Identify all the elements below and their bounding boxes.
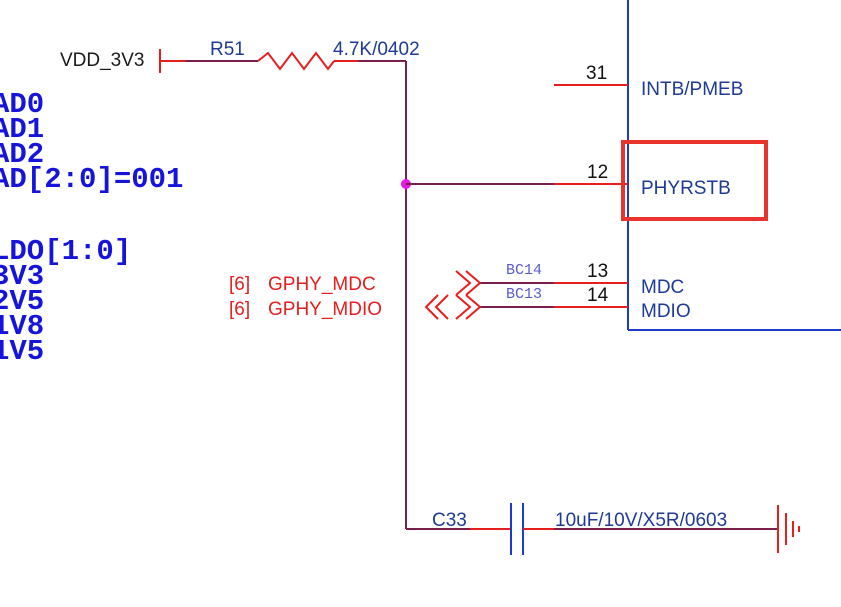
net-labels: [6] GPHY_MDC [6] GPHY_MDIO xyxy=(229,274,382,320)
config-notes: AD0 AD1 AD2 AD[2:0]=001 LDO[1:0] 3V3 2V5… xyxy=(0,88,183,368)
net-ref-mdio: [6] xyxy=(229,299,250,320)
pin-12-name: PHYRSTB xyxy=(641,178,731,199)
pin-13: BC14 13 MDC xyxy=(455,261,684,298)
capacitor-value: 10uF/10V/X5R/0603 xyxy=(555,510,727,531)
note-3v3: 3V3 xyxy=(0,260,44,293)
bus-tag-mdc: BC14 xyxy=(506,262,542,279)
resistor-r51: R51 4.7K/0402 xyxy=(186,39,420,71)
note-1v8: 1V8 xyxy=(0,310,44,343)
bus-tag-mdio: BC13 xyxy=(506,286,542,303)
resistor-value: 4.7K/0402 xyxy=(333,39,420,60)
note-1v5: 1V5 xyxy=(0,335,44,368)
note-ldo: LDO[1:0] xyxy=(0,235,131,268)
net-label-gphy-mdio: GPHY_MDIO xyxy=(268,299,382,320)
power-label: VDD_3V3 xyxy=(60,50,145,71)
resistor-ref: R51 xyxy=(210,39,245,60)
phy-chip-outline xyxy=(627,0,841,331)
pin-31-name: INTB/PMEB xyxy=(641,79,743,100)
pin-31-number: 31 xyxy=(586,63,607,84)
phyrstb-highlight-box xyxy=(621,140,768,221)
pin-14-name: MDIO xyxy=(641,301,691,322)
ground-symbol xyxy=(777,505,800,553)
pin-14: BC13 14 MDIO xyxy=(424,285,691,322)
pin-12: 12 PHYRSTB xyxy=(554,162,731,199)
pin-13-name: MDC xyxy=(641,277,684,298)
capacitor-ref: C33 xyxy=(432,510,467,531)
note-ad0: AD0 xyxy=(0,88,44,121)
note-ad-setting: AD[2:0]=001 xyxy=(0,163,183,196)
mdio-connector-left-b xyxy=(434,294,449,320)
pin-13-number: 13 xyxy=(587,261,608,282)
net-label-gphy-mdc: GPHY_MDC xyxy=(268,274,376,295)
net-ref-mdc: [6] xyxy=(229,274,250,295)
mdc-connector-chevron-a xyxy=(455,270,472,296)
capacitor-c33: C33 10uF/10V/X5R/0603 xyxy=(406,503,778,555)
note-ad2: AD2 xyxy=(0,138,44,171)
pin-31: 31 INTB/PMEB xyxy=(554,63,743,100)
mdc-connector-chevron-b xyxy=(465,270,482,296)
mdio-connector-left-a xyxy=(424,294,439,320)
note-2v5: 2V5 xyxy=(0,285,44,318)
mdio-connector-right-b xyxy=(465,294,482,320)
mdio-connector-right-a xyxy=(455,294,472,320)
resistor-zigzag xyxy=(257,51,335,71)
power-symbol-vdd: VDD_3V3 xyxy=(60,49,186,73)
pin-12-number: 12 xyxy=(587,162,608,183)
note-ad1: AD1 xyxy=(0,113,44,146)
pin-14-number: 14 xyxy=(587,285,609,306)
